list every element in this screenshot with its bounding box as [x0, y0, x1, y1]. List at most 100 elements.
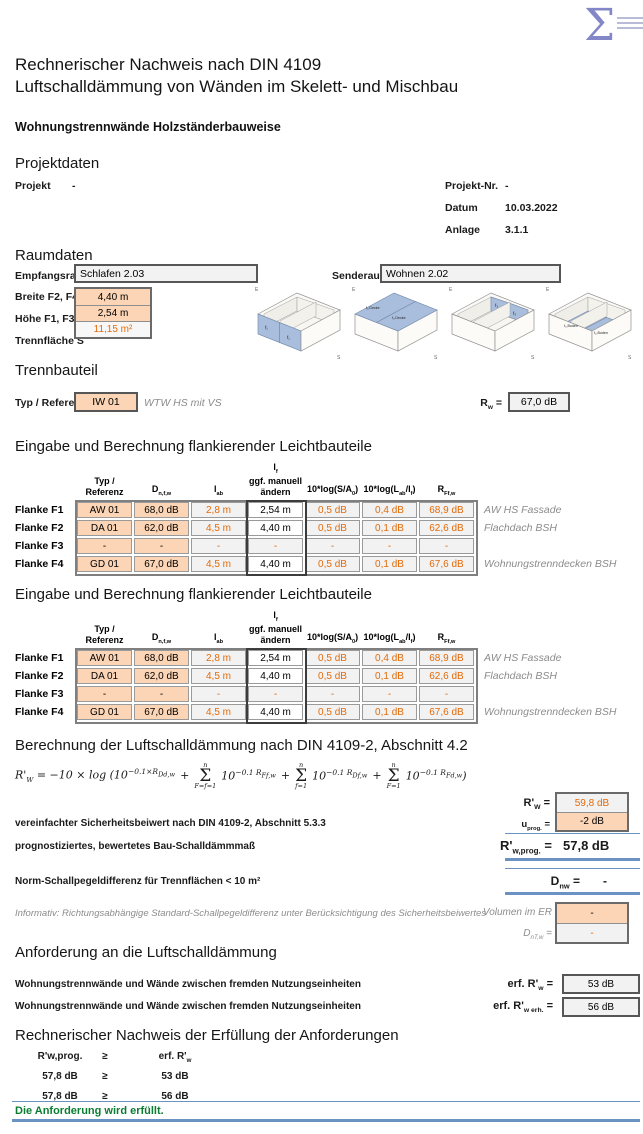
- section-berechnung: Berechnung der Luftschalldämmung nach DI…: [15, 737, 468, 754]
- dnfw-cell[interactable]: -: [134, 538, 189, 554]
- rw-result-value: 59,8 dB: [557, 794, 627, 812]
- lab-cell: -: [191, 686, 246, 702]
- rffw-cell: 67,6 dB: [419, 704, 474, 720]
- section-flanken-1: Eingabe und Berechnung flankierender Lei…: [15, 438, 372, 455]
- typ-cell[interactable]: AW 01: [77, 650, 132, 666]
- lf-cell[interactable]: 2,54 m: [248, 502, 303, 518]
- svg-text:E: E: [449, 287, 453, 293]
- svg-text:f₂,Decke: f₂,Decke: [392, 316, 406, 320]
- page-title-line1: Rechnerischer Nachweis nach DIN 4109: [15, 55, 322, 74]
- logo-text-lines: [617, 14, 643, 48]
- erf-rw-erh-value-box: 56 dB: [562, 997, 640, 1017]
- trennbauteil-typ-input[interactable]: IW 01: [74, 392, 138, 412]
- dnfw-cell[interactable]: 67,0 dB: [134, 704, 189, 720]
- col-header-log-s: 10*log(S/A0): [306, 632, 359, 646]
- typ-cell[interactable]: -: [77, 538, 132, 554]
- volumen-input[interactable]: -: [557, 904, 627, 923]
- anlage-value[interactable]: 3.1.1: [505, 224, 529, 236]
- prognose-text: prognostiziertes, bewertetes Bau-Schalld…: [15, 841, 256, 852]
- log-s-cell: 0,5 dB: [305, 520, 360, 536]
- log-l-cell: -: [362, 686, 417, 702]
- senderaum-input[interactable]: Wohnen 2.02: [380, 264, 561, 283]
- empfangsraum-input[interactable]: Schlafen 2.03: [74, 264, 258, 283]
- typ-cell[interactable]: -: [77, 686, 132, 702]
- result-message: Die Anforderung wird erfüllt.: [15, 1105, 164, 1117]
- typ-cell[interactable]: DA 01: [77, 520, 132, 536]
- section-projektdaten: Projektdaten: [15, 155, 100, 172]
- lf-cell[interactable]: -: [248, 686, 303, 702]
- col-header-rffw: RFf,w: [437, 484, 456, 498]
- rw-uprog-stack: 59,8 dB -2 dB: [555, 792, 629, 832]
- table-row: Flanke F2 DA 01 62,0 dB 4,5 m 4,40 m 0,5…: [15, 520, 557, 536]
- nachweis-r2c2: ≥: [102, 1091, 108, 1102]
- volumen-dntw-stack: - -: [555, 902, 629, 944]
- svg-text:E: E: [352, 287, 356, 293]
- lf-cell[interactable]: 4,40 m: [248, 556, 303, 572]
- uprog-label: uprog. =: [521, 819, 550, 832]
- dnfw-cell[interactable]: 62,0 dB: [134, 520, 189, 536]
- uprog-input[interactable]: -2 dB: [557, 812, 627, 830]
- lf-cell[interactable]: 2,54 m: [248, 650, 303, 666]
- section-raumdaten: Raumdaten: [15, 247, 93, 264]
- rffw-cell: -: [419, 686, 474, 702]
- rule-line-double: [12, 1119, 640, 1122]
- senderaum-label: Senderaum: [332, 270, 390, 282]
- page-subtitle: Wohnungstrennwände Holzständerbauweise: [15, 120, 281, 134]
- dnfw-cell[interactable]: -: [134, 686, 189, 702]
- col-header-dnfw: Dn,f,w: [151, 632, 172, 646]
- lf-cell[interactable]: -: [248, 538, 303, 554]
- svg-text:S: S: [628, 355, 632, 361]
- projekt-label: Projekt: [15, 180, 51, 192]
- rwprog-label: R'w,prog. =: [499, 838, 552, 856]
- hoehe-label: Höhe F1, F3: [15, 313, 75, 325]
- trennflaeche-value: 11,15 m²: [76, 321, 150, 337]
- nachweis-r1c1: 57,8 dB: [42, 1071, 78, 1082]
- svg-text:S: S: [337, 355, 341, 361]
- anforderung-row2-text: Wohnungstrennwände und Wände zwischen fr…: [15, 1001, 361, 1012]
- typ-cell[interactable]: GD 01: [77, 556, 132, 572]
- company-logo: Σ: [584, 4, 643, 48]
- svg-text:f₁: f₁: [265, 325, 268, 330]
- dnw-label: Dnw =: [550, 874, 580, 891]
- table-row: Flanke F3 - - - - - - -: [15, 538, 640, 554]
- typ-cell[interactable]: GD 01: [77, 704, 132, 720]
- dnfw-cell[interactable]: 68,0 dB: [134, 650, 189, 666]
- section-trennbauteil: Trennbauteil: [15, 362, 98, 379]
- erf-rw-erh-label: erf. R'w erh. =: [493, 1000, 553, 1015]
- dnfw-cell[interactable]: 68,0 dB: [134, 502, 189, 518]
- typ-cell[interactable]: AW 01: [77, 502, 132, 518]
- svg-text:S: S: [434, 355, 438, 361]
- col-header-log-l: 10*log(Lab/lf): [363, 484, 416, 498]
- nachweis-col1-header: R'w,prog.: [37, 1051, 83, 1062]
- lf-cell[interactable]: 4,40 m: [248, 668, 303, 684]
- datum-value[interactable]: 10.03.2022: [505, 202, 558, 214]
- rw-label: Rw =: [480, 397, 502, 412]
- log-l-cell: 0,1 dB: [362, 704, 417, 720]
- typ-referenz-label: Typ / Referenz: [15, 397, 86, 409]
- projekt-value[interactable]: -: [72, 180, 76, 192]
- typ-cell[interactable]: DA 01: [77, 668, 132, 684]
- dnfw-cell[interactable]: 67,0 dB: [134, 556, 189, 572]
- breite-input[interactable]: 4,40 m: [76, 289, 150, 305]
- projekt-nr-value[interactable]: -: [505, 180, 509, 192]
- log-s-cell: 0,5 dB: [305, 704, 360, 720]
- log-l-cell: 0,4 dB: [362, 502, 417, 518]
- lf-cell[interactable]: 4,40 m: [248, 520, 303, 536]
- room-diagram-f1: E f₁ f₁ S: [253, 281, 345, 368]
- lf-cell[interactable]: 4,40 m: [248, 704, 303, 720]
- nachweis-r1c3: 53 dB: [161, 1071, 189, 1082]
- nachweis-col3-header: erf. R'w: [158, 1051, 192, 1064]
- dnfw-cell[interactable]: 62,0 dB: [134, 668, 189, 684]
- datum-label: Datum: [445, 202, 478, 214]
- hoehe-input[interactable]: 2,54 m: [76, 305, 150, 321]
- sigma-logo-icon: Σ: [584, 0, 616, 51]
- trennflaeche-label: Trennfläche S: [15, 335, 84, 347]
- section-flanken-2: Eingabe und Berechnung flankierender Lei…: [15, 586, 372, 603]
- rffw-cell: -: [419, 538, 474, 554]
- rw-value-box: 67,0 dB: [508, 392, 570, 412]
